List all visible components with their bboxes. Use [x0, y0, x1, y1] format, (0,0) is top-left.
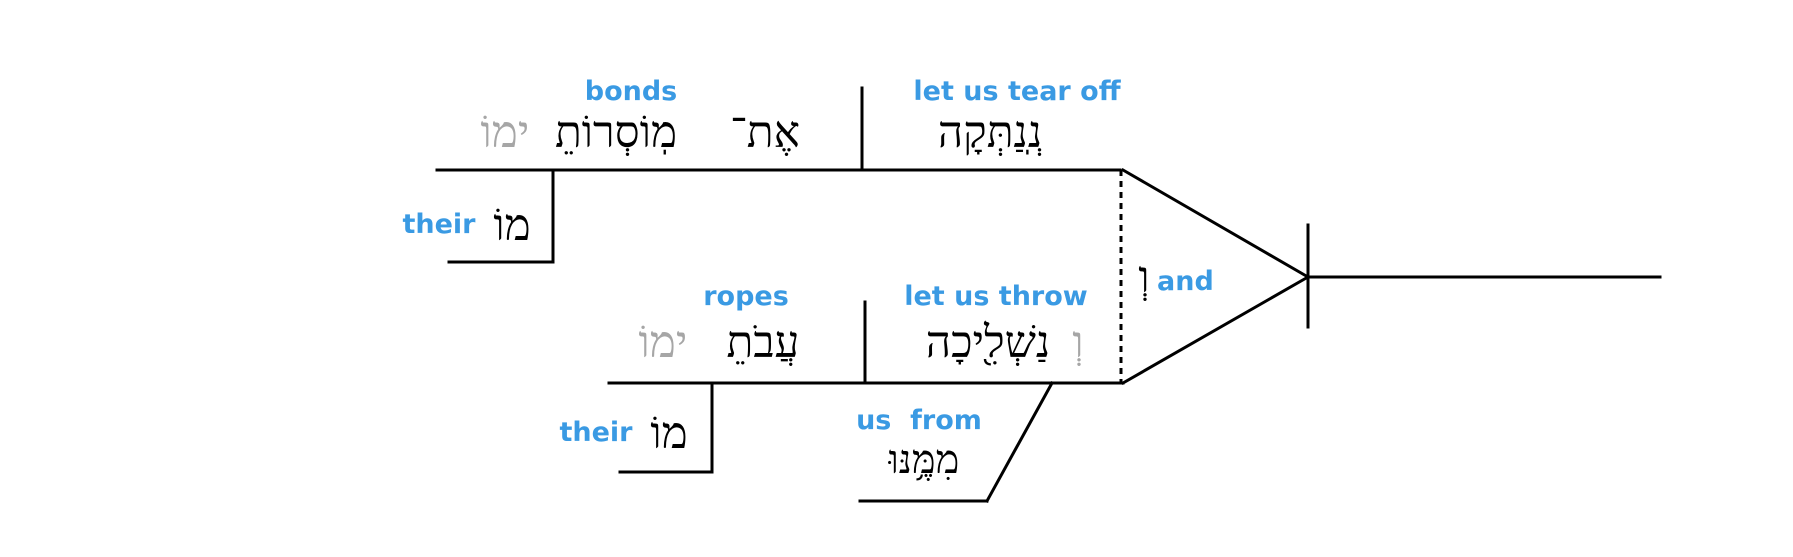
bottom-prep-gloss: us from — [856, 405, 982, 436]
bottom-verb-hebrew: נַשְׁלִ֖יכָה — [926, 317, 1050, 368]
top-object-marker: אֶת־ — [730, 107, 800, 158]
conjunction-lower-arm — [1120, 274, 1311, 386]
top-modifier-gloss: their — [402, 209, 476, 240]
conjunction-connector: וְ and — [1119, 167, 1311, 386]
bottom-object-gloss: ropes — [703, 281, 789, 312]
top-object-gloss: bonds — [585, 76, 678, 107]
top-verb-hebrew: נְֽנַתְּקָה — [938, 107, 1042, 158]
main-line-group — [1306, 223, 1662, 329]
top-object-word: מֽוֹסְרוֹתֵ — [555, 107, 677, 158]
conjunction-gloss: and — [1157, 266, 1214, 297]
bottom-object-suffix: ימוֹ — [639, 317, 688, 368]
bottom-modifier-hebrew: מוֹ — [650, 408, 687, 459]
bottom-object-word: עֲבֹתֵ — [727, 317, 800, 368]
bottom-clause: let us throw נַשְׁלִ֖יכָה וְ ropes עֲבֹת… — [559, 281, 1125, 504]
bottom-verb-gloss: let us throw — [904, 281, 1088, 312]
bottom-prep-slant — [984, 380, 1055, 504]
top-verb-gloss: let us tear off — [913, 76, 1121, 107]
conjunction-hebrew: וְ — [1138, 252, 1149, 303]
bottom-modifier-gloss: their — [559, 417, 633, 448]
top-clause: let us tear off נְֽנַתְּקָה bonds אֶת־ מ… — [402, 76, 1122, 264]
conjunction-upper-arm — [1120, 167, 1311, 280]
bottom-prep-hebrew: מִמֶּ֥נּוּ — [888, 437, 960, 483]
bottom-conj-ghost: וְ — [1072, 317, 1083, 368]
top-object-suffix: ימוֹ — [481, 107, 530, 158]
top-modifier-hebrew: מוֹ — [493, 200, 530, 251]
